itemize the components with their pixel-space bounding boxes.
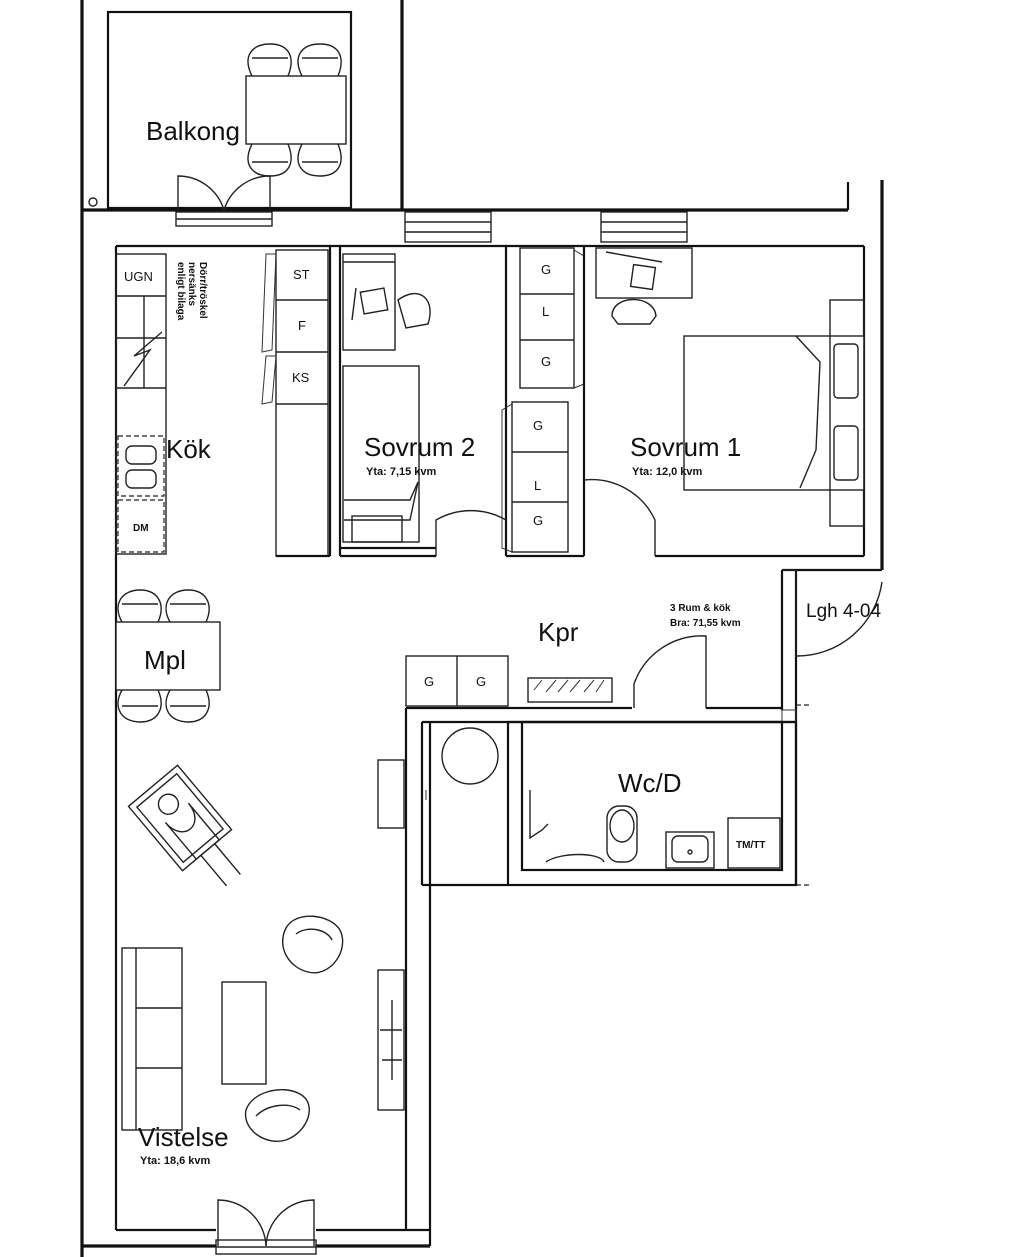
living-door-swing [217, 1199, 267, 1247]
desk-chair [611, 298, 657, 325]
sofa [121, 947, 183, 1131]
dishwasher [117, 499, 165, 553]
balcony-chair [247, 43, 292, 77]
coat-rack [527, 677, 613, 703]
room-label-sovrum2: Sovrum 2 [364, 432, 475, 462]
g-label: G [424, 674, 434, 689]
wardrobe-door [261, 355, 277, 405]
fridge-symbol [123, 331, 163, 387]
bed [342, 365, 420, 543]
bedroom-closets: G L G G L G [501, 247, 585, 558]
area-sovrum1: Yta: 12,0 kvm [632, 466, 703, 478]
g-label: G [541, 262, 551, 277]
balcony-chair [297, 143, 342, 177]
area-sovrum2: Yta: 7,15 kvm [366, 466, 437, 478]
ks-label: KS [292, 370, 310, 385]
bedroom-1: Sovrum 1 Yta: 12,0 kvm [582, 246, 865, 556]
shower [441, 727, 499, 785]
g-label: G [533, 418, 543, 433]
outer-walls [80, 0, 884, 1257]
g-label: G [541, 354, 551, 369]
desk [595, 247, 693, 299]
l-label: L [534, 478, 541, 493]
balcony-door-swing [223, 175, 271, 211]
svg-text:Dörr/tröskel: Dörr/tröskel [197, 262, 208, 319]
entrance-door [782, 569, 883, 657]
room-label-vistelse: Vistelse [138, 1122, 229, 1152]
st-label: ST [293, 267, 310, 282]
windows [175, 211, 688, 1255]
room-label-balkong: Balkong [146, 116, 240, 146]
balcony-table [245, 75, 347, 145]
living-door-swing [265, 1199, 315, 1247]
living-room: Vistelse Yta: 18,6 kvm [121, 759, 405, 1247]
svg-text:enligt bilaga: enligt bilaga [175, 262, 186, 321]
room-label-sovrum1: Sovrum 1 [630, 432, 741, 462]
apartment-summary-line2: Bra: 71,55 kvm [670, 618, 741, 629]
tv-bench [377, 969, 405, 1111]
apartment-id: Lgh 4-04 [806, 601, 881, 622]
balcony: Balkong [88, 43, 347, 211]
balcony-door-swing [177, 175, 225, 211]
svg-text:nersänks: nersänks [186, 262, 197, 306]
bedroom-2-door [435, 510, 507, 556]
shower-tap [529, 790, 549, 840]
double-bed [683, 335, 865, 491]
bedroom-2: Sovrum 2 Yta: 7,15 kvm [338, 246, 508, 558]
g-label: G [476, 674, 486, 689]
balcony-chair [247, 143, 292, 177]
room-label-kok: Kök [166, 434, 212, 464]
plant [244, 1089, 310, 1142]
room-label-kpr: Kpr [538, 617, 579, 647]
side-shelf [377, 759, 405, 829]
bedroom-1-door [583, 478, 656, 556]
washer-dryer [727, 817, 781, 869]
apartment-summary-line1: 3 Rum & kök [670, 603, 731, 614]
wardrobe-door [261, 253, 277, 353]
bathroom: TM/TT Wc/D [420, 720, 798, 887]
ugn-label: UGN [124, 269, 153, 284]
g-label: G [533, 513, 543, 528]
dining-area: Mpl [115, 589, 221, 723]
desk [342, 253, 396, 351]
tmtt-label: TM/TT [736, 840, 765, 851]
coffee-table [221, 981, 267, 1085]
area-vistelse: Yta: 18,6 kvm [140, 1155, 211, 1167]
plant [281, 915, 344, 974]
lounge-chair [127, 764, 241, 887]
room-label-wcd: Wc/D [618, 768, 682, 798]
sink [117, 435, 165, 497]
kitchen-note: Dörr/tröskel nersänks enligt bilaga [175, 262, 208, 321]
desk-chair [397, 293, 431, 329]
kitchen: UGN DM Kök Dörr/tröskel nersänks enligt … [115, 253, 212, 555]
f-label: F [298, 318, 306, 333]
corridor: G G Kpr 3 Rum & kök Bra: 71,55 kvm Lgh 4… [405, 569, 883, 724]
dining-table [115, 621, 221, 691]
room-label-mpl: Mpl [144, 645, 186, 675]
dm-label: DM [133, 523, 149, 534]
bathroom-door [633, 635, 707, 708]
balcony-chair [297, 43, 342, 77]
toilet [606, 805, 638, 863]
hall-wardrobes: ST F KS [261, 246, 332, 558]
l-label: L [542, 304, 549, 319]
